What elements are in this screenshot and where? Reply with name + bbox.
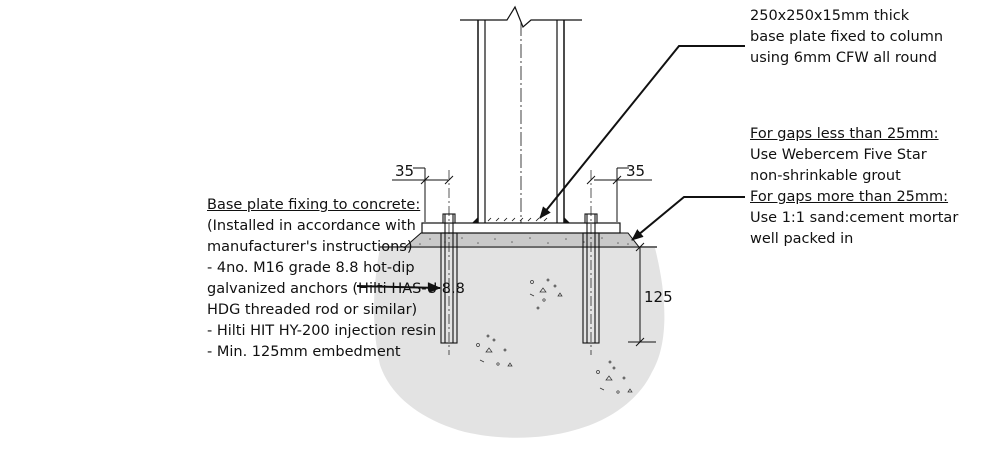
dimension-embedment-label: 125 [644, 288, 673, 306]
note-line: Use 1:1 sand:cement mortar [750, 210, 959, 226]
anchor-bolt-left [440, 170, 458, 355]
dimension-embedment [628, 242, 656, 347]
grout-note: For gaps less than 25mm: Use Webercem Fi… [750, 124, 958, 250]
note-line: non-shrinkable grout [750, 168, 901, 184]
grout-stipple [419, 237, 629, 245]
column-break-line [460, 5, 582, 29]
note-line: base plate fixed to column [750, 29, 944, 45]
note-line: - Min. 125mm embedment [207, 344, 401, 360]
note-line: galvanized anchors (Hilti HAS-U 8.8 [207, 281, 465, 297]
note-line: using 6mm CFW all round [750, 50, 937, 66]
dimension-edge-left [392, 167, 454, 222]
note-line: - 4no. M16 grade 8.8 hot-dip [207, 260, 415, 276]
concrete-foundation [374, 248, 665, 438]
anchor-fixing-note: Base plate fixing to concrete: (Installe… [207, 195, 465, 363]
steel-column [477, 20, 565, 223]
note-line: - Hilti HIT HY-200 injection resin [207, 323, 437, 339]
note-line: well packed in [750, 231, 854, 247]
anchor-fixing-heading: Base plate fixing to concrete: [207, 197, 421, 213]
note-line: HDG threaded rod or similar) [207, 302, 418, 318]
note-line: manufacturer's instructions) [207, 239, 413, 255]
note-line: 250x250x15mm thick [750, 8, 910, 24]
leader-arrow-base-plate [539, 45, 745, 219]
concrete-aggregate [476, 278, 633, 394]
leader-arrow-grout [631, 196, 745, 241]
anchor-bolt-right [582, 170, 600, 355]
note-line: Use Webercem Five Star [750, 147, 927, 163]
weld-hatching [487, 217, 548, 222]
dimension-edge-left-label: 35 [395, 162, 414, 180]
dimension-edge-right-label: 35 [626, 162, 645, 180]
base-plate-note: 250x250x15mm thick base plate fixed to c… [750, 6, 943, 69]
leader-arrow-anchors [356, 282, 441, 293]
note-line: (Installed in accordance with [207, 218, 416, 234]
small-gap-heading: For gaps less than 25mm: [750, 126, 939, 142]
large-gap-heading: For gaps more than 25mm: [750, 189, 949, 205]
dimension-edge-right [586, 167, 652, 222]
